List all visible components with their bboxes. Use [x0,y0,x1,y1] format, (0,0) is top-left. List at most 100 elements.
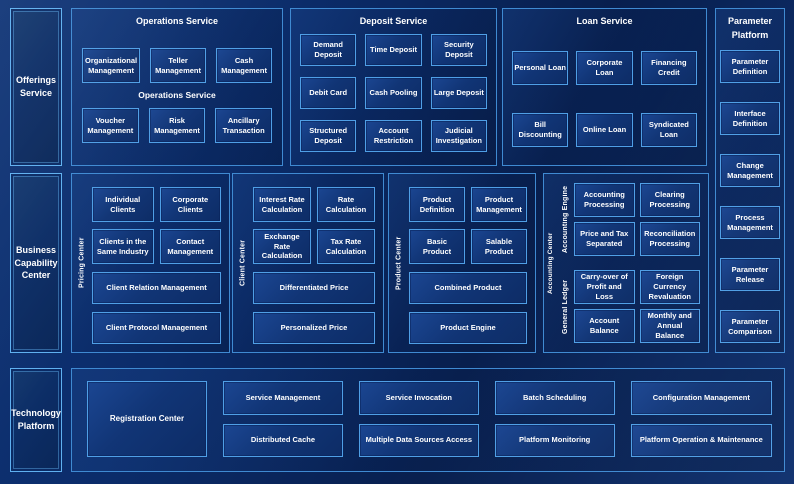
general-ledger-group: General Ledger Carry-over of Profit and … [557,270,700,343]
tech-column-1: Service Management Distributed Cache [223,381,343,457]
accounting-center-vertical-label: Accounting Center [547,232,554,294]
box-online-loan: Online Loan [576,113,633,147]
box-product-definition: Product Definition [409,187,465,222]
box-security-deposit: Security Deposit [430,34,487,66]
deposit-service-title: Deposit Service [359,16,428,26]
box-basic-product: Basic Product [409,229,465,264]
general-ledger-grid: Carry-over of Profit and Loss Foreign Cu… [574,270,700,343]
panel-technology-platform: Registration Center Service Management D… [71,368,785,472]
box-parameter-definition: Parameter Definition [720,50,780,83]
tech-column-2: Service Invocation Multiple Data Sources… [358,381,479,457]
loan-service-title: Loan Service [576,16,633,26]
box-exchange-rate-calculation: Exchange Rate Calculation [253,229,311,264]
parameter-platform-title: Parameter Platform [716,9,784,42]
box-time-deposit: Time Deposit [365,34,422,66]
accounting-engine-grid: Accounting Processing Clearing Processin… [574,183,700,256]
box-reconciliation-processing: Reconciliation Processing [639,222,700,256]
rail-offerings-service: Offerings Service [10,8,62,166]
box-client-protocol-management: Client Protocol Management [92,312,221,344]
box-interface-definition: Interface Definition [720,102,780,135]
box-large-deposit: Large Deposit [430,77,487,109]
operations-row-2: Voucher Management Risk Management Ancil… [72,108,282,143]
box-accounting-processing: Accounting Processing [574,183,635,217]
panel-accounting-center: Accounting Center Accounting Engine Acco… [543,173,709,353]
accounting-center-content: Accounting Engine Accounting Processing … [557,174,708,352]
box-clients-same-industry: Clients in the Same Industry [92,229,154,264]
box-product-management: Product Management [471,187,527,222]
operations-service-title: Operations Service [135,16,219,26]
box-risk-management: Risk Management [148,108,206,143]
box-cash-management: Cash Management [216,48,272,83]
box-account-restriction: Account Restriction [365,120,422,152]
box-corporate-clients: Corporate Clients [159,187,221,222]
rail-technology-platform: Technology Platform [10,368,62,472]
tech-column-4: Configuration Management Platform Operat… [630,381,773,457]
box-parameter-release: Parameter Release [720,258,780,291]
box-client-relation-management: Client Relation Management [92,272,221,304]
box-voucher-management: Voucher Management [82,108,139,143]
box-debit-card: Debit Card [300,77,357,109]
box-product-engine: Product Engine [409,312,527,344]
box-salable-product: Salable Product [471,229,527,264]
client-center-vertical-label: Client Center [239,239,247,287]
product-center-content: Product Definition Product Management Ba… [409,174,535,352]
box-individual-clients: Individual Clients [92,187,154,222]
box-differentiated-price: Differentiated Price [253,272,375,304]
client-center-content: Interest Rate Calculation Rate Calculati… [253,174,383,352]
client-center-grid: Interest Rate Calculation Rate Calculati… [253,187,375,264]
general-ledger-vertical-label: General Ledger [562,279,569,334]
panel-operations-service: Operations Service Organizational Manage… [71,8,283,166]
box-personalized-price: Personalized Price [253,312,375,344]
panel-client-center: Client Center Interest Rate Calculation … [232,173,384,353]
panel-loan-service: Loan Service Personal Loan Corporate Loa… [502,8,707,166]
product-center-grid: Product Definition Product Management Ba… [409,187,527,264]
box-organizational-management: Organizational Management [82,48,141,83]
parameter-platform-column: Parameter Definition Interface Definitio… [716,50,784,343]
panel-parameter-platform: Parameter Platform Parameter Definition … [715,8,785,353]
box-cash-pooling: Cash Pooling [365,77,422,109]
pricing-center-vertical-label: Pricing Center [78,237,86,289]
box-platform-monitoring: Platform Monitoring [494,423,615,457]
box-service-invocation: Service Invocation [358,381,479,415]
box-teller-management: Teller Management [150,48,207,83]
box-contact-management: Contact Management [159,229,221,264]
box-ancillary-transaction: Ancillary Transaction [215,108,273,143]
box-monthly-annual-balance: Monthly and Annual Balance [639,309,700,343]
box-batch-scheduling: Batch Scheduling [494,381,615,415]
product-center-vertical-label: Product Center [395,236,403,290]
box-configuration-management: Configuration Management [630,381,773,415]
box-personal-loan: Personal Loan [512,51,569,85]
box-foreign-currency-revaluation: Foreign Currency Revaluation [639,270,700,304]
panel-pricing-center: Pricing Center Individual Clients Corpor… [71,173,230,353]
box-combined-product: Combined Product [409,272,527,304]
box-platform-operation-maintenance: Platform Operation & Maintenance [630,423,773,457]
box-multiple-data-sources-access: Multiple Data Sources Access [358,423,479,457]
accounting-engine-vertical-label: Accounting Engine [562,185,569,254]
box-price-and-tax-separated: Price and Tax Separated [574,222,635,256]
box-process-management: Process Management [720,206,780,239]
box-syndicated-loan: Syndicated Loan [640,113,697,147]
pricing-center-content: Individual Clients Corporate Clients Cli… [92,174,229,352]
panel-product-center: Product Center Product Definition Produc… [388,173,536,353]
box-financing-credit: Financing Credit [640,51,697,85]
box-parameter-comparison: Parameter Comparison [720,310,780,343]
rail-business-capability-center: Business Capability Center [10,173,62,353]
box-interest-rate-calculation: Interest Rate Calculation [253,187,311,222]
box-carry-over-profit-loss: Carry-over of Profit and Loss [574,270,635,304]
box-tax-rate-calculation: Tax Rate Calculation [317,229,375,264]
box-rate-calculation: Rate Calculation [317,187,375,222]
box-corporate-loan: Corporate Loan [576,51,633,85]
deposit-grid: Demand Deposit Time Deposit Security Dep… [300,34,487,152]
operations-row-1: Organizational Management Teller Managem… [72,48,282,83]
loan-grid: Personal Loan Corporate Loan Financing C… [512,51,697,147]
box-demand-deposit: Demand Deposit [300,34,357,66]
box-distributed-cache: Distributed Cache [223,423,343,457]
box-clearing-processing: Clearing Processing [639,183,700,217]
parameter-platform-title-line1: Parameter [727,16,773,26]
tech-column-3: Batch Scheduling Platform Monitoring [494,381,615,457]
operations-service-mid-label: Operations Service [138,90,216,100]
box-service-management: Service Management [223,381,343,415]
pricing-center-grid: Individual Clients Corporate Clients Cli… [92,187,221,264]
box-bill-discounting: Bill Discounting [512,113,569,147]
